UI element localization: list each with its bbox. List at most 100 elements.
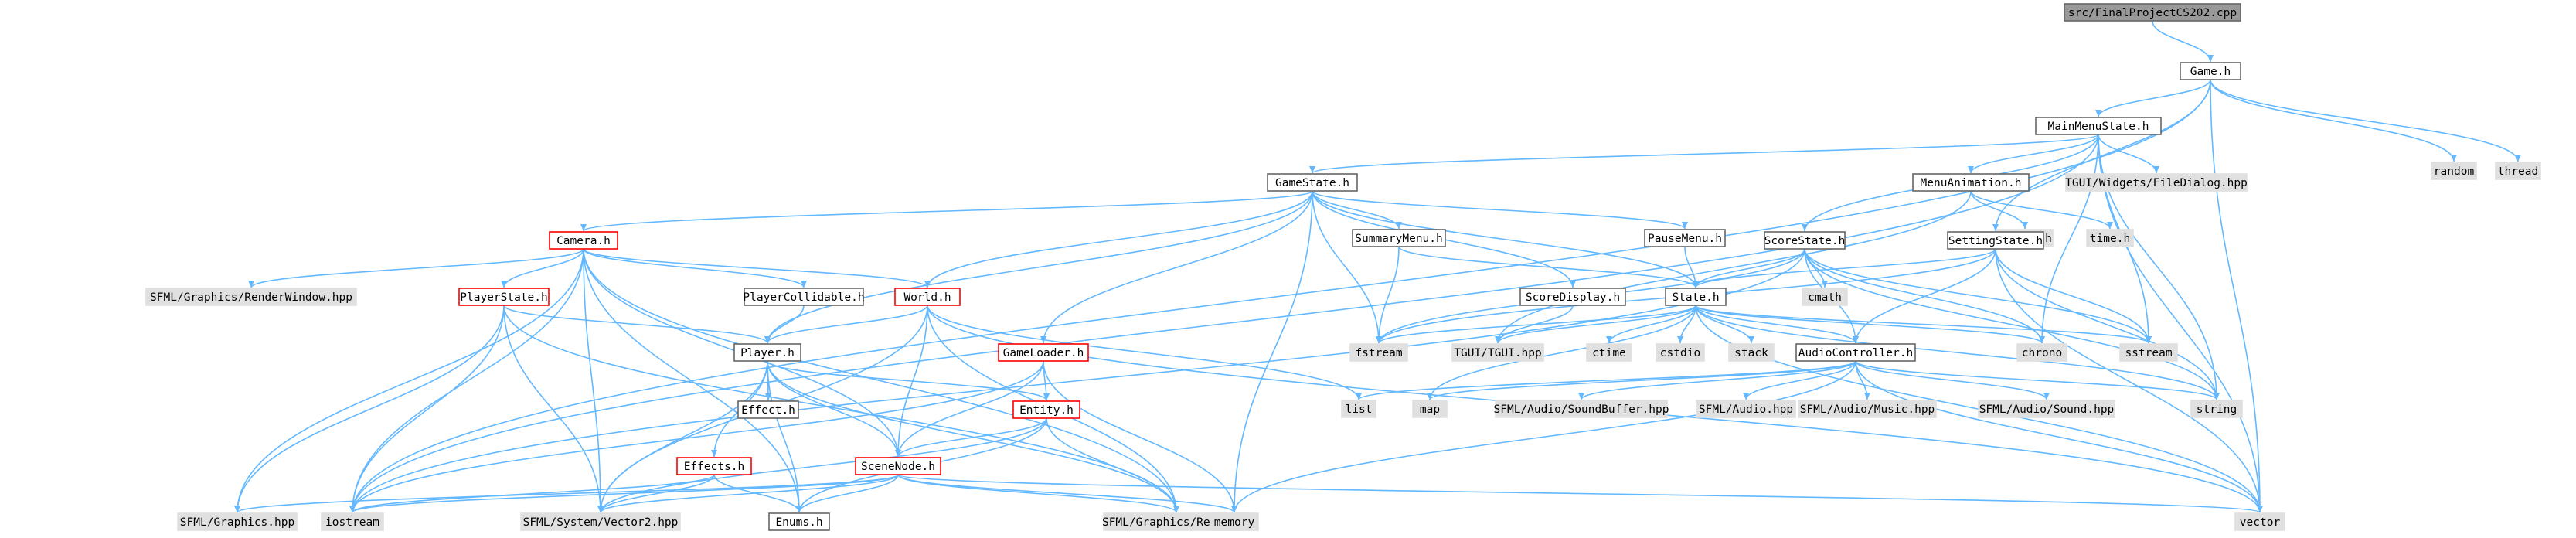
edge-menuanim-to-tguihpp (1495, 190, 1972, 344)
node-vector2-box (520, 512, 681, 531)
node-root-label: src/FinalProjectCS202.cpp (2068, 7, 2237, 19)
node-fstream-label: fstream (1355, 347, 1402, 359)
edge-stateh-to-sstream (1695, 305, 2152, 344)
node-entity[interactable]: Entity.h (1012, 400, 1080, 419)
node-vector2: SFML/System/Vector2.hpp (520, 512, 681, 531)
edge-mainmenu-to-gamestate (1309, 134, 2099, 174)
edge-gamestate-to-summary (1312, 190, 1402, 230)
edge-camera-to-iostream (349, 248, 584, 513)
node-cmath-box (1802, 288, 1848, 306)
edge-camera-to-playerstate (501, 248, 584, 288)
node-game[interactable]: Game.h (2180, 62, 2241, 80)
edge-audio-to-sfsound (1855, 360, 2050, 400)
node-tguihpp-box (1451, 343, 1544, 362)
node-cmath: cmath (1802, 288, 1848, 306)
edge-setting-to-audio (1853, 248, 1996, 344)
node-scorestate-label: ScoreState.h (1764, 235, 1846, 247)
node-map-label: map (1420, 404, 1440, 416)
edge-setting-to-sstream (1995, 248, 2152, 344)
edge-gamestate-to-gameloader (1040, 190, 1313, 344)
edge-mainmenu-to-vector (2098, 134, 2263, 513)
node-effecth-label: Effect.h (741, 404, 795, 417)
node-pause-label: PauseMenu.h (1648, 233, 1722, 245)
node-playerstate-box (458, 288, 550, 306)
node-scoredisp[interactable]: ScoreDisplay.h (1519, 288, 1626, 306)
node-setting[interactable]: SettingState.h (1947, 231, 2044, 250)
edge-gamestate-to-memory (1231, 190, 1313, 513)
node-enums[interactable]: Enums.h (768, 512, 830, 531)
node-camera-box (549, 231, 618, 250)
node-scenenode-label: SceneNode.h (861, 461, 935, 473)
node-world-box (894, 288, 961, 306)
node-playerstate-label: PlayerState.h (460, 291, 548, 304)
edge-playerstate-to-player (503, 305, 771, 344)
node-effects[interactable]: Effects.h (676, 457, 752, 475)
node-pause[interactable]: PauseMenu.h (1644, 229, 1726, 247)
node-enums-box (768, 512, 830, 531)
node-playercoll[interactable]: PlayerCollidable.h (743, 288, 865, 306)
node-ctime-label: ctime (1592, 347, 1626, 359)
node-soundbuf-box (1495, 400, 1668, 418)
node-map-box (1412, 400, 1448, 418)
node-soundbuf: SFML/Audio/SoundBuffer.hpp (1494, 400, 1669, 418)
node-thread-box (2495, 162, 2541, 180)
edge-game-to-iostream (349, 79, 2211, 513)
node-sfmusic-box (1798, 400, 1937, 418)
edge-camera-to-sfgraphics (234, 248, 584, 513)
node-ctime: ctime (1586, 343, 1632, 362)
node-playerstate[interactable]: PlayerState.h (458, 288, 550, 306)
node-menuanim[interactable]: MenuAnimation.h (1912, 173, 2030, 192)
node-mainmenu[interactable]: MainMenuState.h (2035, 117, 2162, 135)
node-root[interactable]: src/FinalProjectCS202.cpp (2064, 3, 2241, 22)
edge-audio-to-vector (1855, 360, 2263, 513)
edge-menuanim-to-timeh (1970, 190, 2113, 230)
edge-summary-to-fstream (1376, 246, 1400, 344)
edge-game-to-random (2210, 79, 2457, 162)
node-gamestate[interactable]: GameState.h (1267, 173, 1358, 192)
node-pause-box (1644, 229, 1726, 247)
edge-camera-to-playercoll (583, 248, 807, 288)
node-gamestate-box (1267, 173, 1358, 192)
node-audio[interactable]: AudioController.h (1795, 343, 1916, 362)
edge-pause-to-stateh (1684, 246, 1699, 288)
node-game-box (2180, 62, 2241, 80)
node-audio-label: AudioController.h (1798, 347, 1913, 359)
node-soundbuf-label: SFML/Audio/SoundBuffer.hpp (1494, 404, 1669, 416)
node-player[interactable]: Player.h (733, 343, 801, 362)
node-stateh-label: State.h (1672, 291, 1719, 304)
node-summary[interactable]: SummaryMenu.h (1352, 229, 1446, 247)
node-iostream-label: iostream (325, 516, 379, 529)
node-scorestate[interactable]: ScoreState.h (1764, 231, 1846, 250)
edge-root-to-game (2152, 20, 2214, 63)
node-sstream-label: sstream (2125, 347, 2172, 359)
node-playercoll-box (744, 288, 864, 306)
edge-scenenode-to-rect (897, 474, 1179, 513)
node-scenenode[interactable]: SceneNode.h (855, 457, 941, 475)
node-setting-label: SettingState.h (1948, 235, 2043, 247)
node-menuanim-box (1912, 173, 2030, 192)
node-gameloader[interactable]: GameLoader.h (998, 343, 1089, 362)
node-list: list (1341, 400, 1376, 418)
edge-scenenode-to-iostream (349, 474, 899, 513)
node-chrono-box (2016, 343, 2067, 362)
node-gameloader-box (998, 343, 1089, 362)
node-list-label: list (1346, 404, 1373, 416)
edge-audio-to-map (1427, 360, 1856, 400)
node-scenenode-box (855, 457, 941, 475)
edge-gamestate-to-stateh (1312, 190, 1699, 288)
node-effecth[interactable]: Effect.h (737, 400, 799, 419)
node-cstdio-box (1656, 343, 1705, 362)
node-stateh[interactable]: State.h (1665, 288, 1727, 306)
node-camera[interactable]: Camera.h (549, 231, 618, 250)
node-entity-label: Entity.h (1019, 404, 1074, 417)
node-sfsound-box (1978, 400, 2115, 418)
node-world[interactable]: World.h (894, 288, 961, 306)
edge-stateh-to-ctime (1606, 305, 1696, 344)
edge-gamestate-to-fstream (1312, 190, 1382, 344)
node-vector-label: vector (2240, 516, 2281, 529)
edge-setting-to-vector (1995, 248, 2263, 513)
edge-camera-to-enums (583, 248, 802, 513)
node-renderwin-box (145, 288, 357, 306)
node-chrono: chrono (2016, 343, 2067, 362)
edge-player-to-scenenode (767, 360, 901, 458)
